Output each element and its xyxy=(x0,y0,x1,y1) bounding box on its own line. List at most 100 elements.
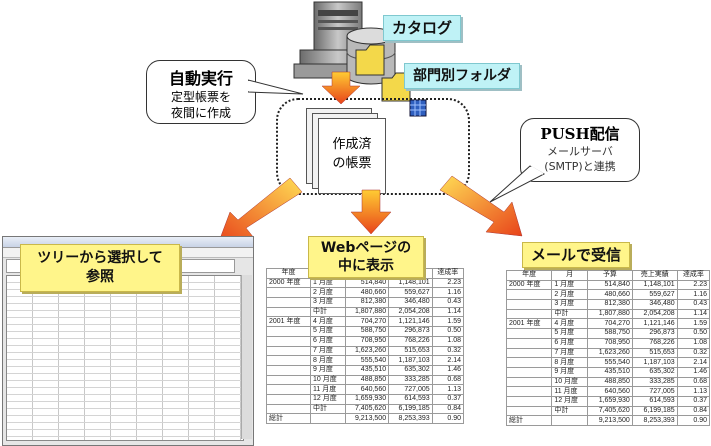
table-cell: 1 月度 xyxy=(309,277,346,289)
table-cell: 10 月度 xyxy=(309,374,346,386)
table-cell: 8,253,393 xyxy=(631,415,678,426)
table-cell: 2 月度 xyxy=(551,289,588,301)
table-cell: 0.68 xyxy=(676,376,711,388)
web-label-line1: Webページの xyxy=(320,240,412,256)
table-cell: 0.90 xyxy=(431,413,465,424)
table-cell xyxy=(266,345,311,357)
auto-run-title: 自動実行 xyxy=(168,69,233,88)
table-cell: 1.13 xyxy=(431,384,465,395)
table-cell: 488,850 xyxy=(344,374,390,386)
table-cell xyxy=(266,287,311,299)
auto-run-line1: 定型帳票を xyxy=(170,90,231,104)
table-cell: 588,750 xyxy=(344,326,390,337)
table-cell: 435,510 xyxy=(344,364,390,376)
tree-select-label: ツリーから選択して 参照 xyxy=(20,244,180,292)
table-cell: 1.08 xyxy=(676,337,711,349)
table-cell: 0.90 xyxy=(676,415,711,426)
catalog-label: カタログ xyxy=(383,15,462,41)
push-title: PUSH配信 xyxy=(540,125,620,143)
table-cell xyxy=(505,289,553,301)
table-cell: 3 月度 xyxy=(309,297,346,308)
table-cell xyxy=(505,395,553,407)
table-cell: 中計 xyxy=(309,403,346,415)
table-cell: 559,627 xyxy=(631,289,678,301)
table-cell xyxy=(266,364,311,376)
table-cell: 1,807,880 xyxy=(586,308,633,320)
table-header-cell: 月 xyxy=(551,270,588,281)
table-cell: 1.14 xyxy=(676,308,711,320)
table-cell: 7 月度 xyxy=(551,347,588,359)
table-cell: 1,121,146 xyxy=(631,318,678,330)
table-cell: 1,187,103 xyxy=(388,355,433,366)
table-cell xyxy=(505,366,553,378)
table-cell: 11 月度 xyxy=(309,384,346,395)
table-cell xyxy=(309,413,346,424)
table-cell: 640,560 xyxy=(586,386,633,397)
table-cell xyxy=(266,374,311,386)
table-cell: 6,199,185 xyxy=(631,405,678,417)
table-cell: 3 月度 xyxy=(551,299,588,310)
table-cell: 812,380 xyxy=(344,297,390,308)
table-header-cell: 予算 xyxy=(586,270,633,281)
table-cell: 2.14 xyxy=(676,357,711,368)
table-cell: 555,540 xyxy=(586,357,633,368)
table-cell: 640,560 xyxy=(344,384,390,395)
push-line2: (SMTP)と連携 xyxy=(544,160,616,173)
table-cell: 中計 xyxy=(551,308,588,320)
table-cell: 708,950 xyxy=(586,337,633,349)
table-cell: 514,840 xyxy=(344,277,390,289)
tree-grid xyxy=(6,275,244,441)
table-cell: 0.37 xyxy=(676,395,711,407)
table-cell: 1,623,260 xyxy=(344,345,390,357)
folder-icons xyxy=(355,44,427,117)
table-cell: 727,005 xyxy=(631,386,678,397)
report-line1: 作成済 xyxy=(332,137,372,152)
table-cell xyxy=(266,306,311,318)
table-header-row: 年度月予算売上実績達成率 xyxy=(505,270,711,281)
table-cell: 中計 xyxy=(309,306,346,318)
arrow-down-top xyxy=(321,71,361,105)
table-cell xyxy=(266,393,311,405)
web-label-line2: 中に表示 xyxy=(338,258,394,274)
table-cell: 0.37 xyxy=(431,393,465,405)
table-cell: 2001 年度 xyxy=(266,316,311,328)
table-cell: 2001 年度 xyxy=(505,318,553,330)
table-cell: 4 月度 xyxy=(309,316,346,328)
table-cell xyxy=(505,376,553,388)
table-cell: 635,302 xyxy=(631,366,678,378)
scrollbar[interactable] xyxy=(241,275,252,439)
table-cell: 2,054,208 xyxy=(631,308,678,320)
table-header-cell: 売上実績 xyxy=(631,270,678,281)
table-cell: 2,054,208 xyxy=(388,306,433,318)
auto-run-bubble: 自動実行 定型帳票を 夜間に作成 xyxy=(146,60,256,124)
table-cell: 2.23 xyxy=(676,279,711,291)
table-cell: 9 月度 xyxy=(551,366,588,378)
table-header-cell: 達成率 xyxy=(431,268,465,279)
table-cell: 12 月度 xyxy=(309,393,346,405)
table-cell: 4 月度 xyxy=(551,318,588,330)
table-cell: 1.59 xyxy=(676,318,711,330)
table-cell: 588,750 xyxy=(586,328,633,339)
table-header-cell: 年度 xyxy=(266,268,311,279)
table-cell: 346,480 xyxy=(388,297,433,308)
table-cell: 8 月度 xyxy=(551,357,588,368)
table-cell: 総計 xyxy=(505,415,553,426)
table-cell: 8,253,393 xyxy=(388,413,433,424)
table-cell xyxy=(505,308,553,320)
